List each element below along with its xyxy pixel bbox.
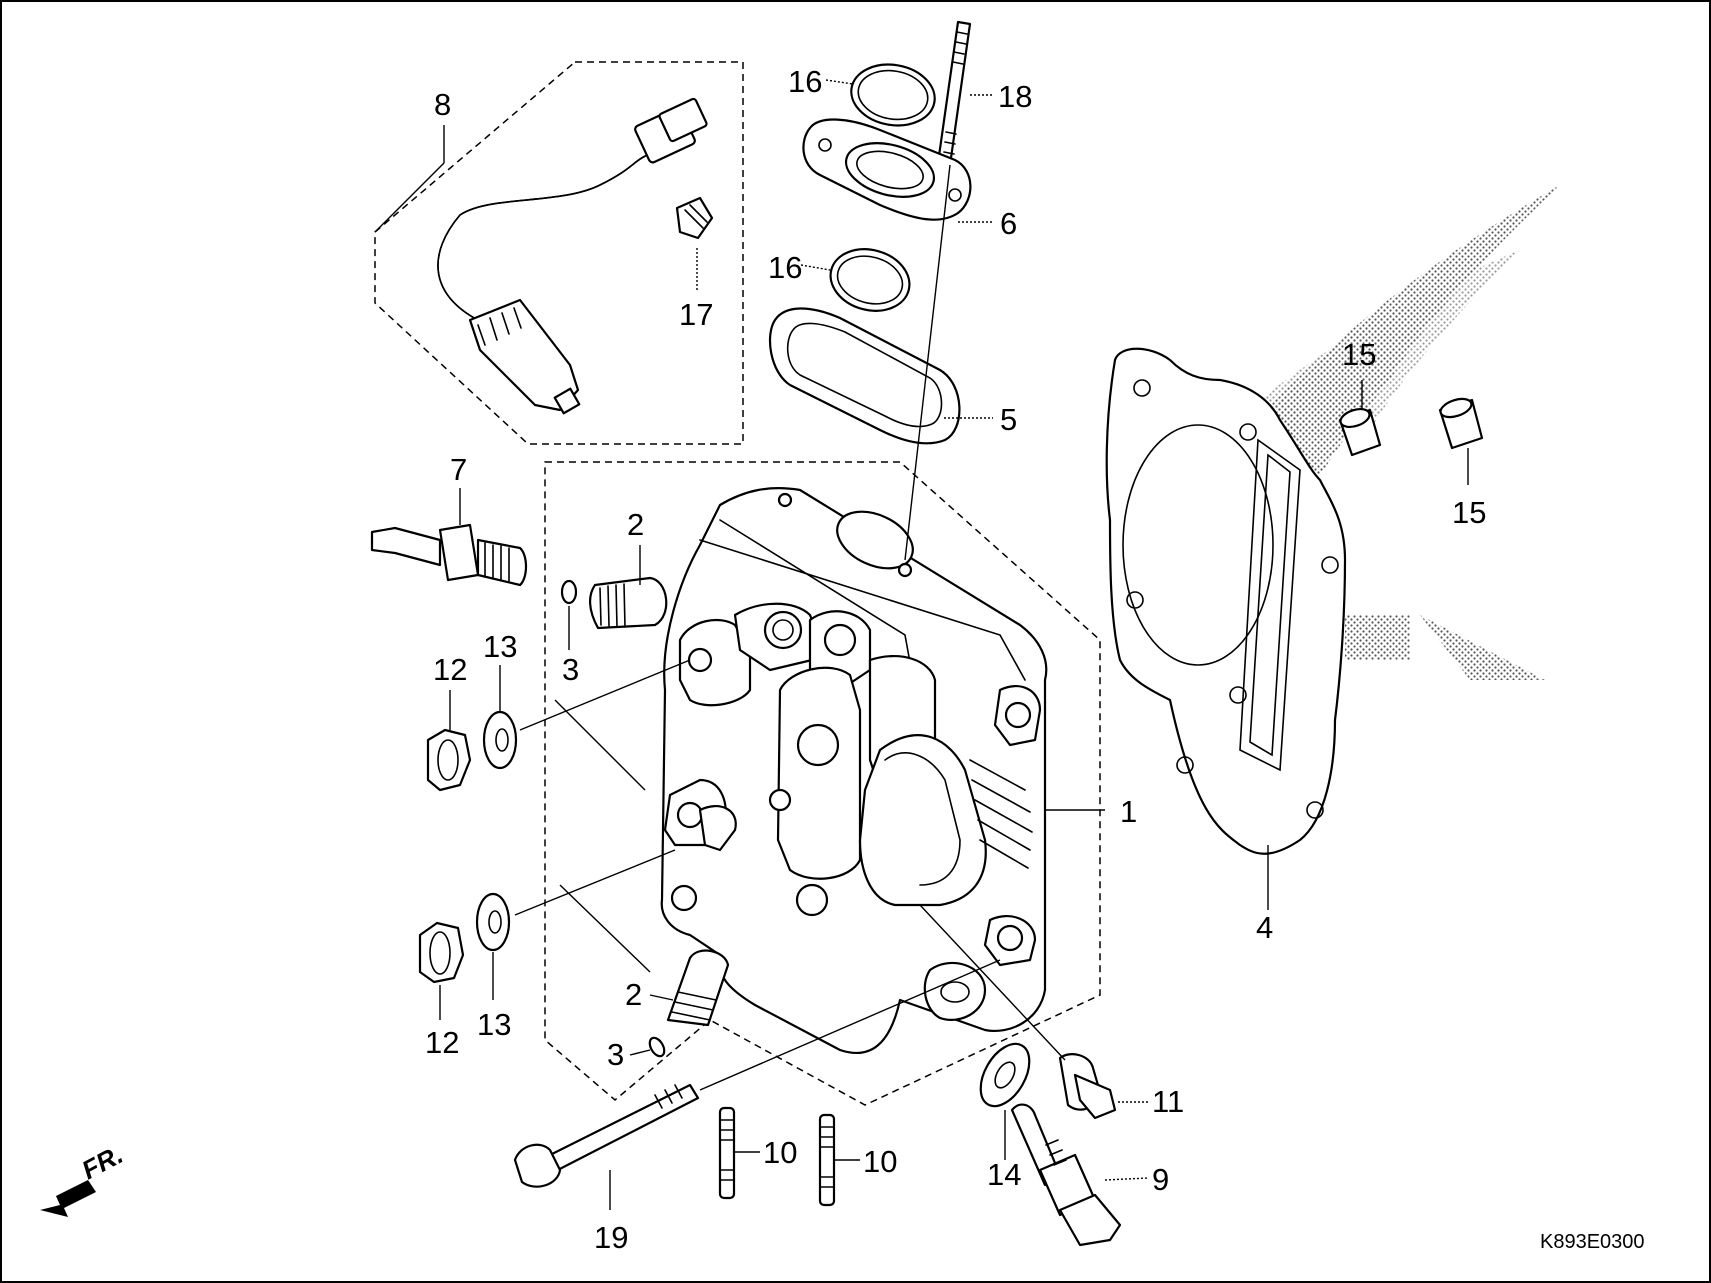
callout-16-lower: 16 — [768, 250, 802, 285]
callout-10-left: 10 — [763, 1135, 797, 1170]
callout-13-lower: 13 — [477, 1007, 511, 1042]
part-5-gasket — [768, 307, 961, 445]
fr-arrow-icon — [40, 1180, 96, 1217]
callout-18: 18 — [998, 79, 1032, 114]
callout-12-lower: 12 — [425, 1025, 459, 1060]
callout-13-upper: 13 — [483, 629, 517, 664]
part-16-o-ring-upper — [850, 63, 936, 127]
part-3-clip-lower — [648, 1036, 666, 1058]
part-3-clip-upper — [560, 579, 578, 605]
callout-2-upper: 2 — [627, 507, 644, 542]
callout-16-upper: 16 — [788, 64, 822, 99]
part-8-oxygen-sensor — [437, 97, 708, 415]
callout-4: 4 — [1256, 910, 1273, 945]
part-10-dowel-pin-left — [718, 1106, 736, 1200]
part-6-insulator — [802, 118, 972, 221]
part-11-bolt — [1058, 1053, 1117, 1120]
fr-label: FR. — [77, 1139, 128, 1185]
part-14-sealing-washer — [979, 1042, 1031, 1108]
front-direction-arrow: FR. — [40, 1139, 128, 1217]
callout-1: 1 — [1120, 794, 1137, 829]
callout-17: 17 — [679, 297, 713, 332]
callout-6: 6 — [1000, 206, 1017, 241]
part-2-valve-guide-upper — [589, 576, 668, 630]
callout-14: 14 — [987, 1157, 1021, 1192]
callout-8: 8 — [434, 87, 451, 122]
part-13-washer-lower — [475, 892, 511, 952]
part-4-head-gasket — [1105, 347, 1347, 855]
part-16-o-ring-lower — [829, 248, 911, 312]
callout-19: 19 — [594, 1220, 628, 1255]
part-9-temperature-sensor — [1010, 1103, 1122, 1247]
callout-9: 9 — [1152, 1162, 1169, 1197]
part-2-valve-guide-lower — [666, 949, 730, 1027]
callout-5: 5 — [1000, 402, 1017, 437]
callout-7: 7 — [450, 452, 467, 487]
part-7-spark-plug — [370, 523, 528, 587]
part-13-washer-upper — [482, 710, 518, 770]
part-1-cylinder-head — [660, 487, 1048, 1055]
callout-3-upper: 3 — [562, 652, 579, 687]
callout-12-upper: 12 — [433, 652, 467, 687]
callout-10-right: 10 — [863, 1144, 897, 1179]
callout-15-upper: 15 — [1342, 337, 1376, 372]
part-15-dowel-right — [1438, 397, 1484, 450]
callout-11: 11 — [1152, 1084, 1184, 1119]
part-17-clip — [675, 196, 714, 240]
cylinder-head-group-outline — [544, 461, 1101, 1106]
part-15-dowel-left — [1338, 407, 1382, 457]
leader-lines — [374, 79, 1469, 1210]
part-12-nut-upper — [426, 728, 472, 792]
diagram-code: K893E0300 — [1540, 1231, 1645, 1253]
part-10-dowel-pin-right — [818, 1113, 836, 1207]
callout-2-lower: 2 — [625, 977, 642, 1012]
callout-15-lower: 15 — [1452, 495, 1486, 530]
callout-3-lower: 3 — [607, 1037, 624, 1072]
part-12-nut-lower — [418, 921, 465, 984]
part-18-stud-bolt — [936, 20, 972, 167]
part-19-flange-bolt — [513, 1083, 700, 1188]
